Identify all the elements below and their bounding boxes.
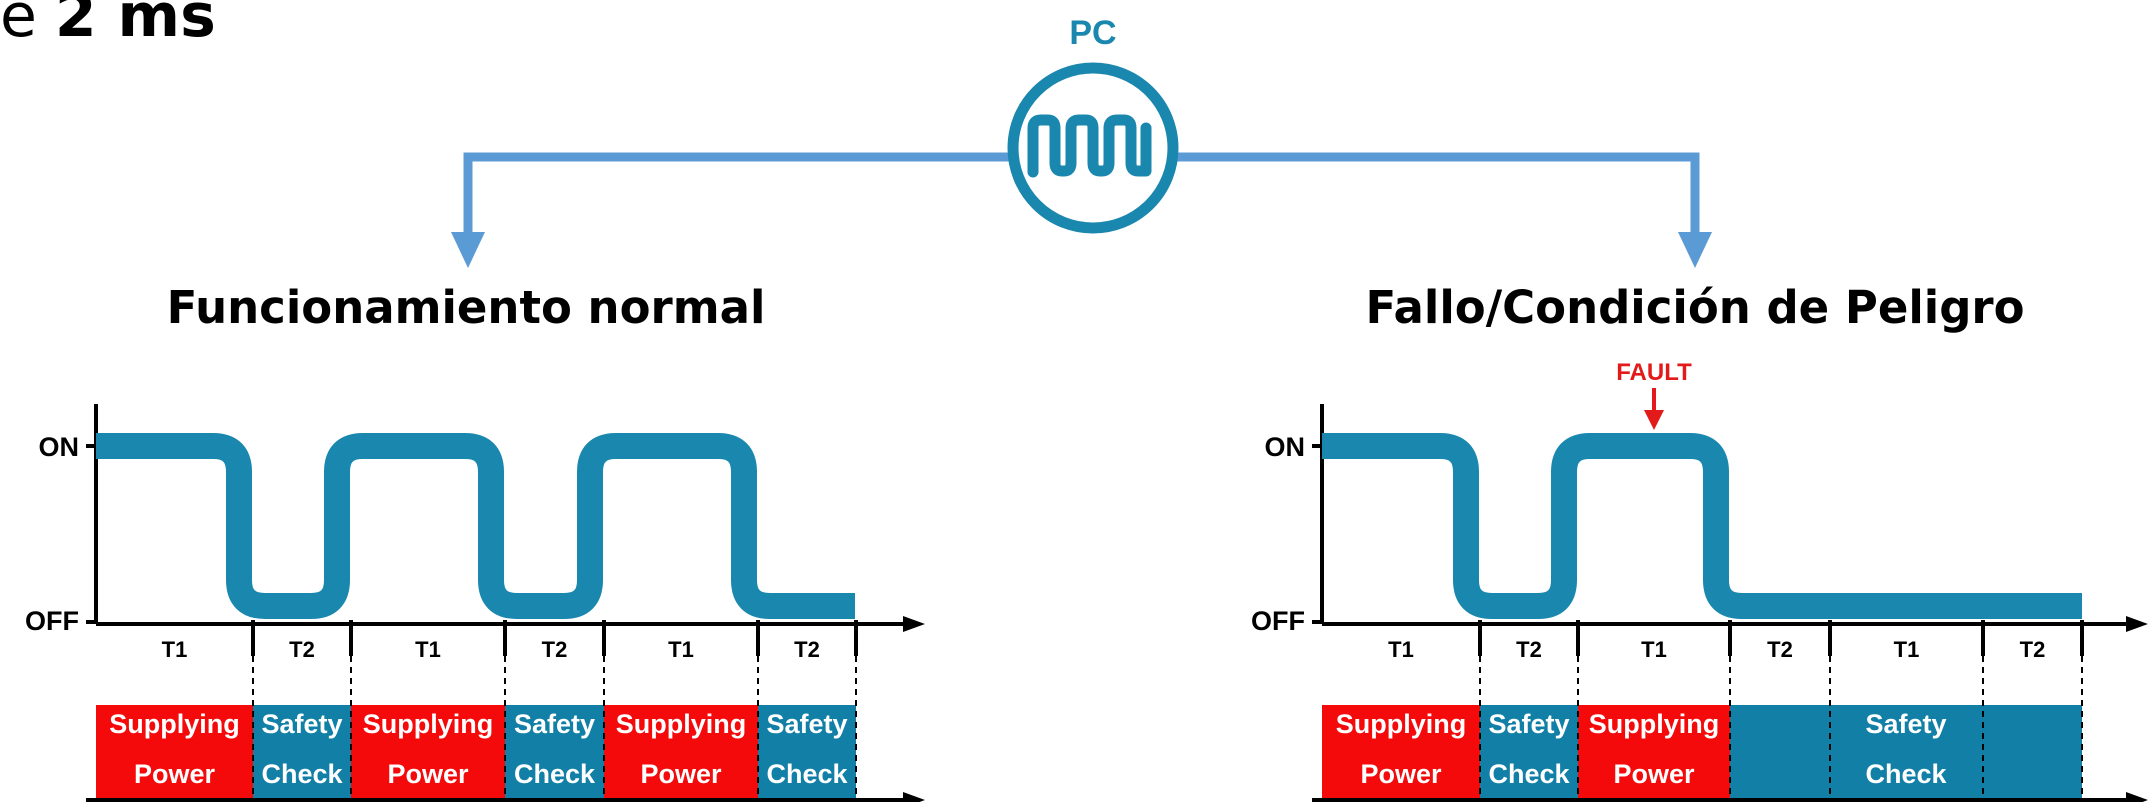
- bottom-axis-arrowhead: [2126, 792, 2148, 802]
- period-label: T2: [794, 637, 820, 662]
- period-label: T1: [1388, 637, 1414, 662]
- period-label: T2: [542, 637, 568, 662]
- period-label: T1: [415, 637, 441, 662]
- signal-waveform: [96, 433, 855, 619]
- header-prefix: e: [0, 0, 37, 51]
- arrowhead-normal: [451, 232, 485, 268]
- block-label: Check: [1488, 759, 1570, 789]
- on-label: ON: [39, 432, 80, 462]
- arrowhead-fault: [1678, 232, 1712, 268]
- period-label: T1: [1641, 637, 1667, 662]
- arrow-to-normal: [463, 152, 1018, 240]
- block-label: Check: [261, 759, 343, 789]
- block-label: Supplying: [1336, 709, 1467, 739]
- pc-label: PC: [1069, 14, 1116, 52]
- state-block-supply: [1578, 705, 1730, 800]
- period-label: T2: [1516, 637, 1542, 662]
- bottom-axis-arrowhead: [903, 792, 925, 802]
- block-label: Check: [514, 759, 596, 789]
- panel-title-normal: Funcionamiento normal: [167, 281, 766, 334]
- merged-block-label: Check: [1865, 759, 1947, 789]
- period-label: T2: [1767, 637, 1793, 662]
- state-block-supply: [96, 705, 253, 800]
- pulse-wave-icon: [1007, 62, 1179, 234]
- block-label: Supplying: [109, 709, 240, 739]
- time-axis-arrowhead: [903, 616, 925, 632]
- state-block-supply: [1322, 705, 1480, 800]
- state-block-check: [505, 705, 604, 800]
- block-label: Check: [766, 759, 848, 789]
- block-label: Safety: [766, 709, 847, 739]
- header-text: e 2 ms: [0, 0, 216, 51]
- period-label: T2: [289, 637, 315, 662]
- block-label: Safety: [1488, 709, 1569, 739]
- state-block-check: [1983, 705, 2082, 800]
- on-label: ON: [1265, 432, 1306, 462]
- state-block-check: [253, 705, 351, 800]
- state-block-check: [1730, 705, 1830, 800]
- block-label: Power: [134, 759, 216, 789]
- off-label: OFF: [25, 606, 79, 636]
- state-block-check: [758, 705, 856, 800]
- panel-title-fault: Fallo/Condición de Peligro: [1365, 281, 2024, 334]
- block-label: Power: [640, 759, 722, 789]
- header-bold: 2 ms: [55, 0, 216, 51]
- fault-arrow-icon: [1644, 410, 1664, 430]
- state-block-check: [1480, 705, 1578, 800]
- branch-arrows: [451, 152, 1712, 268]
- fault-label: FAULT: [1616, 359, 1692, 386]
- signal-waveform: [1322, 433, 2082, 619]
- arrow-to-fault: [1168, 152, 1700, 240]
- block-label: Safety: [261, 709, 342, 739]
- block-label: Power: [1360, 759, 1442, 789]
- period-label: T1: [1894, 637, 1920, 662]
- period-label: T2: [2020, 637, 2046, 662]
- state-block-supply: [351, 705, 505, 800]
- block-label: Power: [1613, 759, 1695, 789]
- block-label: Supplying: [1589, 709, 1720, 739]
- time-axis-arrowhead: [2126, 616, 2148, 632]
- state-block-check: [1830, 705, 1983, 800]
- merged-block-label: Safety: [1865, 709, 1946, 739]
- period-label: T1: [162, 637, 188, 662]
- state-block-supply: [604, 705, 758, 800]
- block-label: Safety: [514, 709, 595, 739]
- off-label: OFF: [1251, 606, 1305, 636]
- block-label: Power: [387, 759, 469, 789]
- period-label: T1: [668, 637, 694, 662]
- block-label: Supplying: [363, 709, 494, 739]
- block-label: Supplying: [616, 709, 747, 739]
